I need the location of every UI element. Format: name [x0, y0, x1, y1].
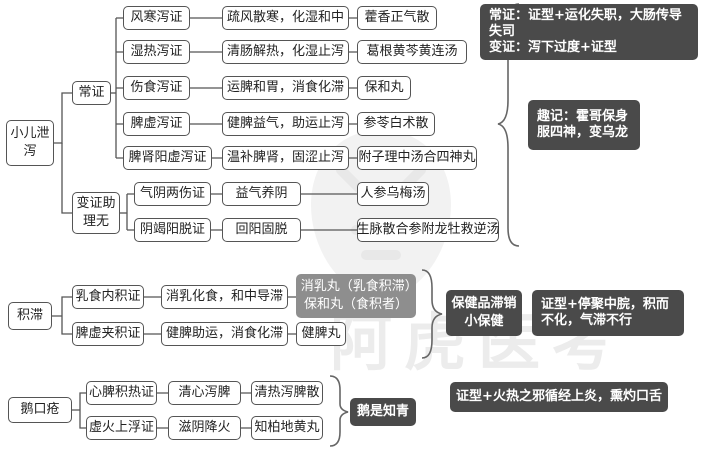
formula-box: 人参乌梅汤 — [357, 182, 429, 206]
mnemonic-box: 鹅是知青 — [350, 398, 416, 426]
root-xiaoer-xiexie: 小儿泄泻 — [6, 120, 54, 166]
formula-box: 保和丸 — [357, 76, 411, 100]
formula-box: 知柏地黄丸 — [251, 416, 323, 440]
note-line: 变证：泻下过度+证型 — [489, 40, 617, 56]
branch-normal-syndrome: 常证 — [72, 81, 111, 105]
syndrome-box: 气阴两伤证 — [134, 182, 211, 206]
formula-box: 生脉散合参附龙牡救逆汤 — [357, 218, 500, 242]
root-jizhi: 积滞 — [8, 302, 52, 330]
formula-box: 附子理中汤合四神丸 — [357, 146, 477, 170]
treatment-method-box: 消乳化食，和中导滞 — [161, 285, 288, 309]
treatment-method-box: 运脾和胃，消食化滞 — [222, 76, 349, 100]
formula-box: 葛根黄芩黄连汤 — [357, 40, 467, 64]
treatment-method-box: 清肠解热，化湿止泻 — [222, 40, 349, 64]
syndrome-box: 乳食内积证 — [72, 285, 144, 309]
syndrome-box: 脾虚泻证 — [123, 112, 190, 136]
note-pathogenesis: 证型+停聚中脘，积而不化，气滞不行 — [532, 290, 684, 336]
treatment-method-box: 温补脾肾，固涩止泻 — [222, 146, 349, 170]
syndrome-box: 伤食泻证 — [123, 76, 190, 100]
treatment-method-box: 清心泻脾 — [168, 381, 241, 405]
formula-box: 藿香正气散 — [357, 6, 437, 30]
treatment-method-box: 滋阴降火 — [168, 416, 241, 440]
formula-box: 消乳丸（乳食积滞）保和丸（食积者） — [296, 274, 416, 318]
syndrome-box: 虚火上浮证 — [86, 416, 157, 440]
syndrome-box: 阴竭阳脱证 — [134, 218, 211, 242]
note-pathogenesis: 常证：证型+运化失职，大肠传导失司 变证：泻下过度+证型 — [480, 4, 698, 60]
mnemonic-box: 保健品滞销小保健 — [446, 290, 522, 336]
syndrome-box: 脾虚夹积证 — [72, 322, 144, 346]
note-pathogenesis: 证型+火热之邪循经上炎，熏灼口舌 — [450, 382, 668, 412]
note-line: 常证：证型+运化失职，大肠传导失司 — [489, 7, 682, 39]
formula-box: 参苓白术散 — [357, 112, 435, 136]
syndrome-box: 脾肾阳虚泻证 — [123, 146, 212, 170]
brace-section2 — [421, 269, 443, 359]
brace-section3 — [329, 375, 349, 447]
treatment-method-box: 回阳固脱 — [222, 218, 301, 242]
root-ekouchuang: 鹅口疮 — [8, 397, 72, 423]
treatment-method-box: 健脾益气，助运止泻 — [222, 112, 349, 136]
syndrome-box: 心脾积热证 — [86, 381, 157, 405]
mnemonic-box: 趣记：霍哥保身服四神，变乌龙 — [528, 100, 640, 150]
formula-box: 清热泻脾散 — [251, 381, 323, 405]
treatment-method-box: 益气养阴 — [222, 182, 301, 206]
tiger-watermark-icon — [311, 130, 451, 300]
syndrome-box: 湿热泻证 — [123, 40, 190, 64]
treatment-method-box: 疏风散寒，化湿和中 — [222, 6, 349, 30]
branch-variant-syndrome: 变证助理无 — [72, 192, 120, 234]
formula-box: 健脾丸 — [296, 322, 346, 346]
treatment-method-box: 健脾助运，消食化滞 — [161, 322, 288, 346]
syndrome-box: 风寒泻证 — [123, 6, 190, 30]
